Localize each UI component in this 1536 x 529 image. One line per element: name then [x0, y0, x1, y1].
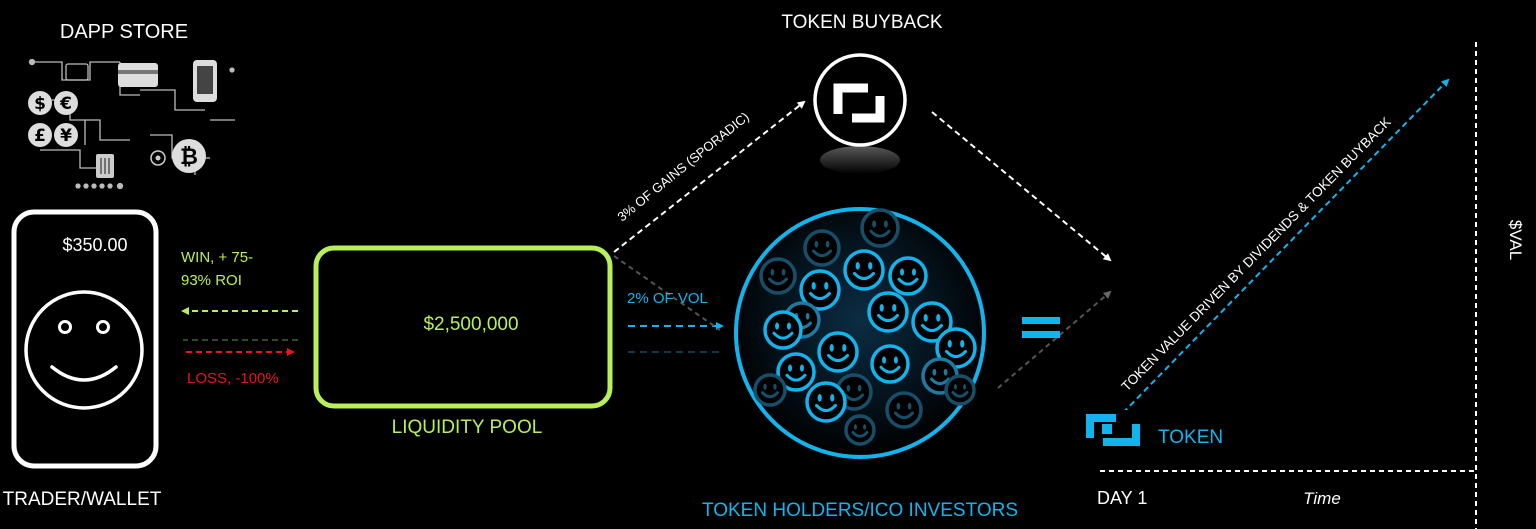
smiley-face-icon [860, 208, 900, 248]
svg-text:£: £ [34, 126, 46, 146]
svg-text:€: € [59, 94, 72, 114]
smiley-face-icon [888, 256, 928, 296]
holders-arrow [997, 290, 1112, 389]
liquidity-pool-label: LIQUIDITY POOL [392, 417, 543, 438]
coin-icons: ₿ [96, 139, 206, 178]
smiley-face-icon [753, 373, 787, 407]
currency-icons: $ € £ ¥ [28, 91, 78, 147]
phone-icon [193, 60, 217, 102]
smiley-face-icon [885, 391, 923, 429]
holder-smileys [753, 208, 977, 446]
smiley-face-icon [776, 352, 816, 392]
token-buyback-label: TOKEN BUYBACK [781, 12, 943, 33]
win-label-line1: WIN, + 75- [181, 249, 253, 266]
token-buyback-icon [813, 53, 907, 174]
loss-label: LOSS, -100% [187, 370, 279, 387]
token-logo-icon [1084, 410, 1142, 452]
svg-text:₿: ₿ [180, 145, 198, 170]
smiley-face-icon [935, 327, 977, 369]
smiley-face-icon [763, 310, 803, 350]
trader-wallet-label: TRADER/WALLET [3, 489, 162, 510]
day1-label: DAY 1 [1097, 488, 1147, 508]
smiley-face-icon [799, 269, 841, 311]
smiley-face-icon [867, 291, 909, 333]
liquidity-pool-box [313, 245, 613, 409]
smiley-face-icon [24, 290, 144, 410]
pool-amount-label: $2,500,000 [423, 314, 518, 335]
vol-label: 2% OF VOL [627, 290, 708, 307]
smiley-face-icon [870, 344, 910, 384]
balance-label: $350.00 [62, 235, 127, 255]
svg-text:$: $ [34, 94, 46, 114]
holders-label: TOKEN HOLDERS/ICO INVESTORS [702, 500, 1018, 521]
value-driven-label: TOKEN VALUE DRIVEN BY DIVIDENDS & TOKEN … [1118, 114, 1393, 394]
wallet-phone [11, 209, 159, 469]
buyback-arrow [931, 111, 1112, 262]
smiley-face-icon [944, 374, 976, 406]
smiley-face-icon [759, 257, 797, 295]
smiley-face-icon [843, 249, 885, 291]
value-growth-arrow [1115, 78, 1450, 421]
smiley-face-icon [803, 229, 841, 267]
gains-arrow [613, 100, 806, 253]
time-label: Time [1303, 489, 1341, 508]
dapp-store-label: DAPP STORE [60, 21, 188, 43]
card-icon [118, 63, 158, 87]
svg-text:¥: ¥ [60, 126, 72, 146]
token-label: TOKEN [1158, 427, 1223, 448]
win-label-line2: 93% ROI [181, 272, 242, 289]
smiley-face-icon [817, 331, 859, 373]
val-axis-label: $VAL [1506, 220, 1525, 260]
smiley-face-icon [844, 414, 876, 446]
smiley-face-icon [911, 301, 953, 343]
gains-label: 3% OF GAINS (SPORADIC) [614, 109, 751, 224]
gains-arrow-shadow [613, 255, 721, 331]
equals-icon [1022, 317, 1060, 338]
smiley-face-icon [805, 381, 847, 423]
